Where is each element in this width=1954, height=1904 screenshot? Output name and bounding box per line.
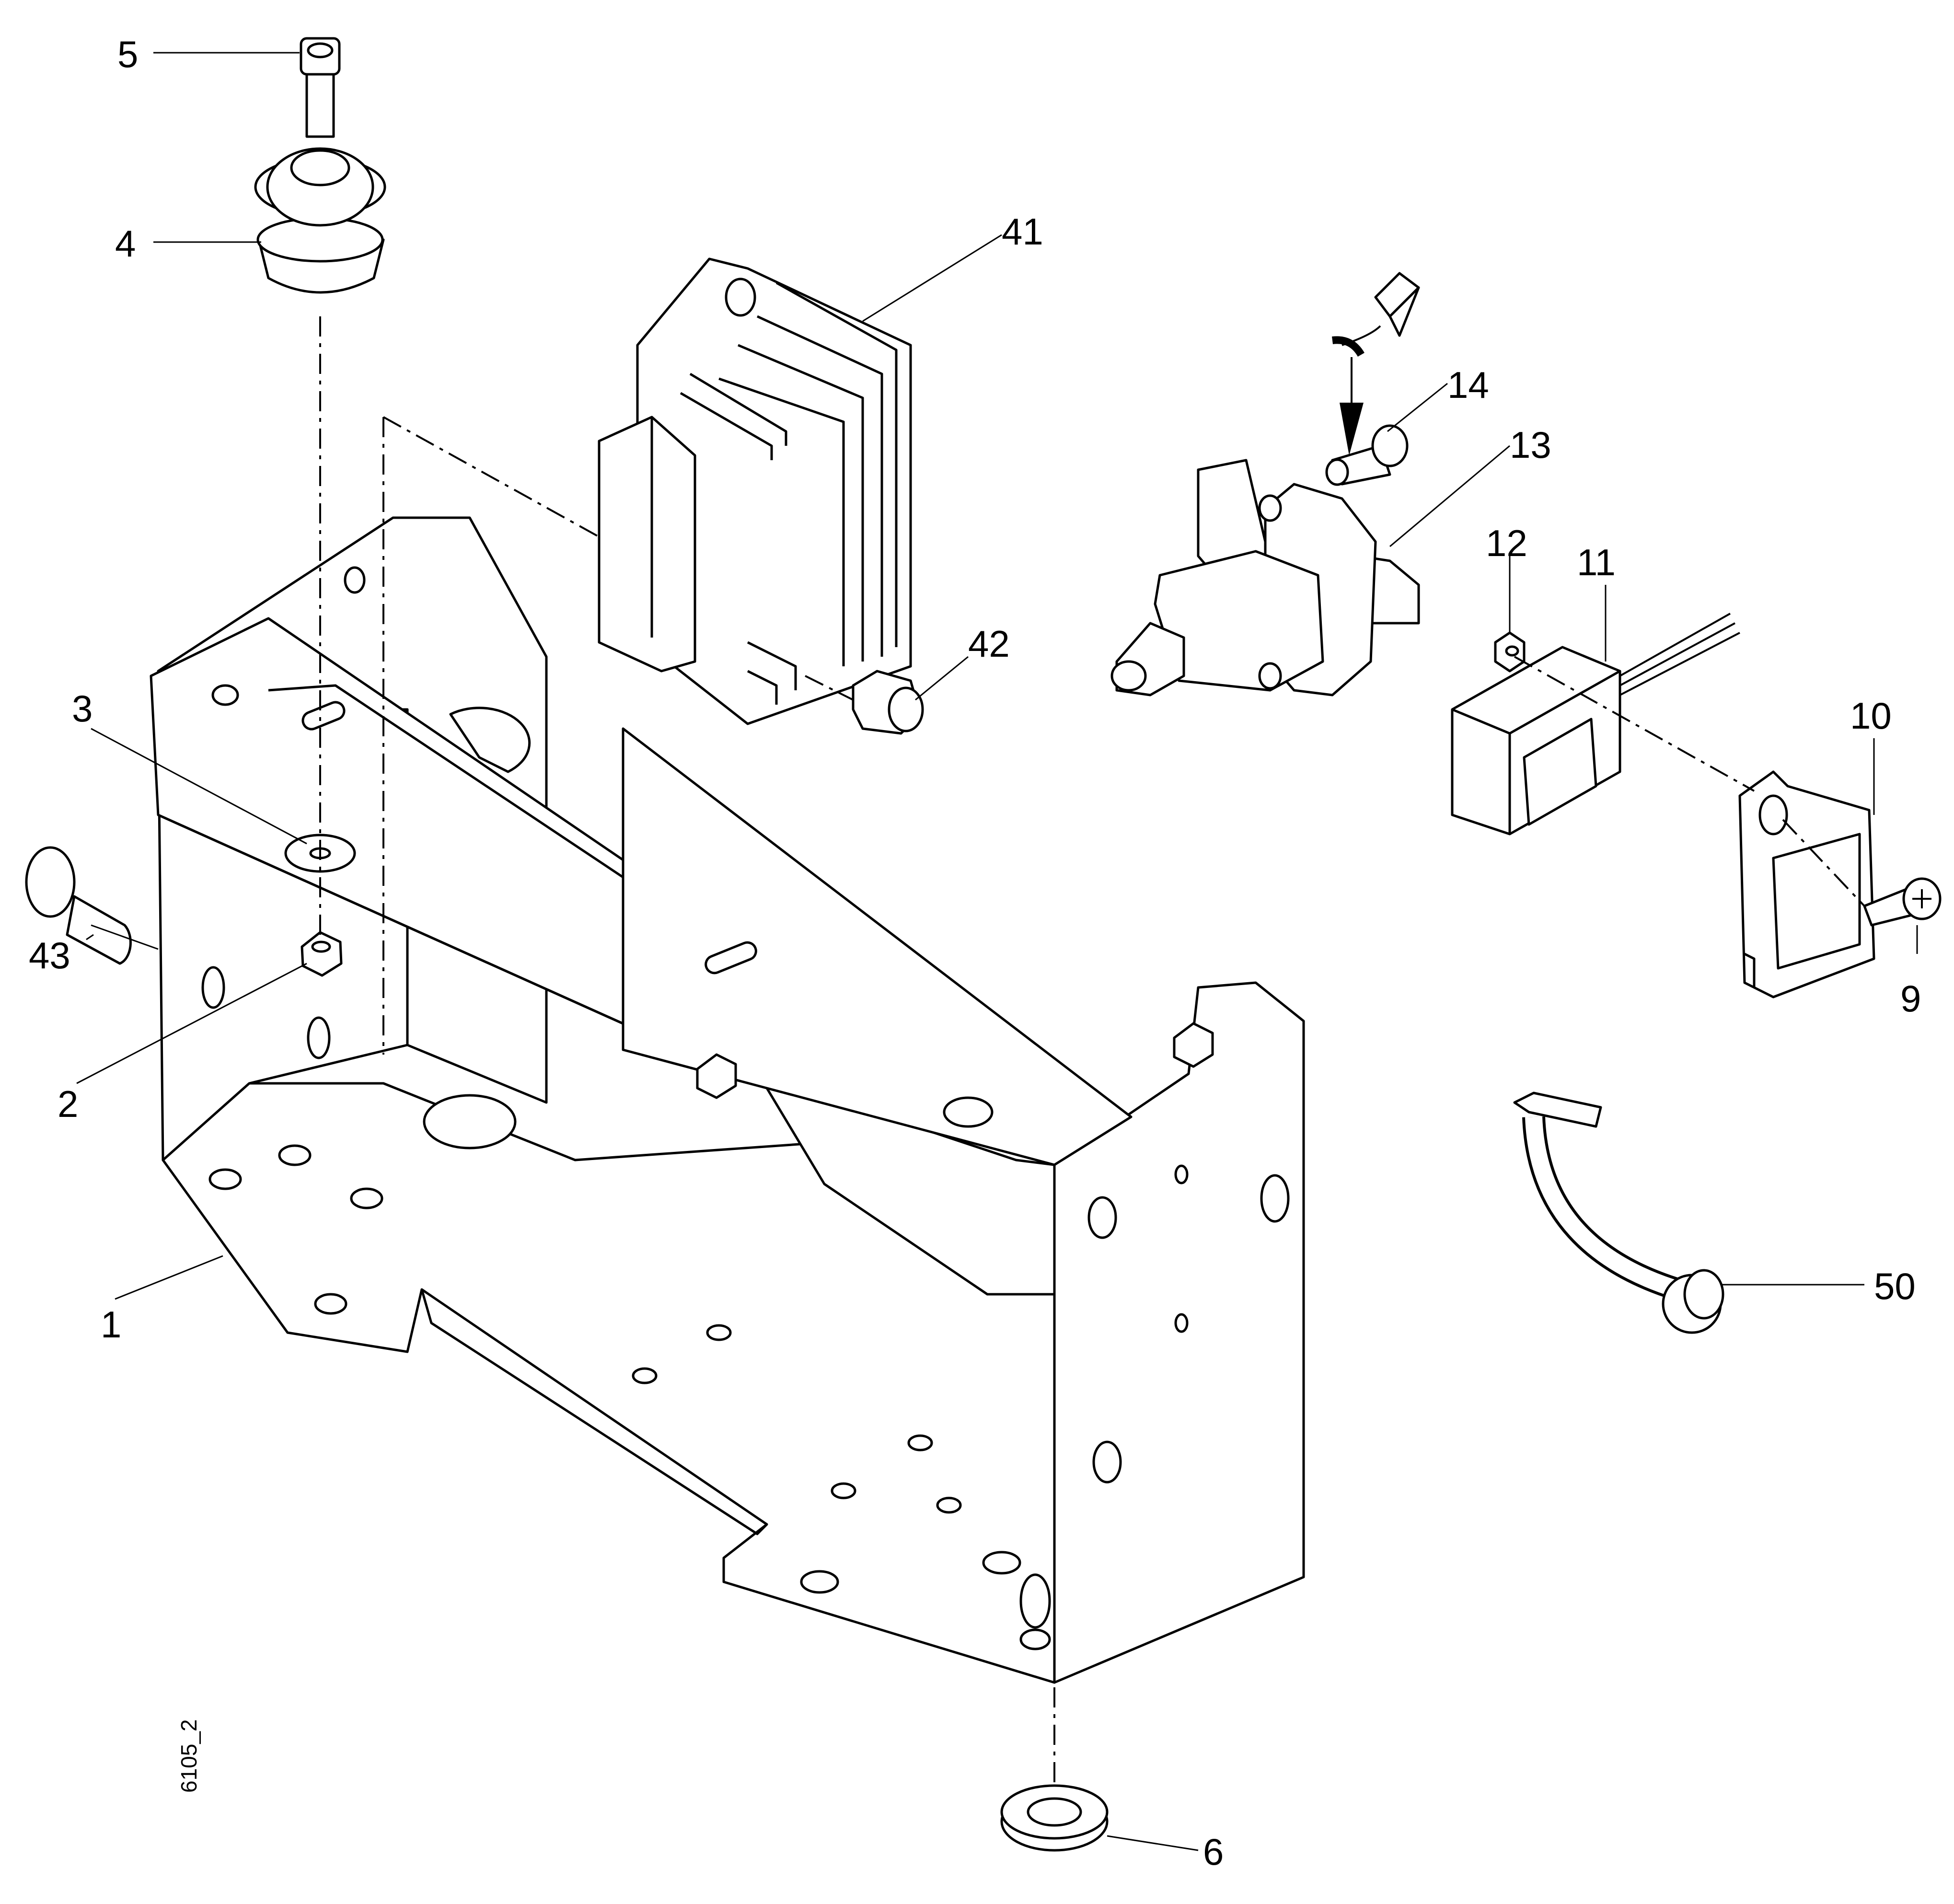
callout-41: 41	[1002, 210, 1043, 253]
callout-12: 12	[1486, 522, 1527, 564]
rubber-mount	[254, 147, 386, 294]
callout-43: 43	[29, 934, 70, 976]
callout-2: 2	[58, 1083, 78, 1125]
small-nut	[1494, 631, 1526, 673]
callout-4: 4	[115, 222, 136, 265]
callout-9: 9	[1900, 977, 1921, 1020]
callout-42: 42	[968, 623, 1010, 665]
callout-labels: 5 4 41 14 13 12 11 10 9 3 42 43 2 1 50 6…	[29, 33, 1921, 1873]
callout-3: 3	[72, 687, 92, 730]
clip-screw	[1863, 877, 1942, 927]
cable-lead	[1513, 1091, 1724, 1334]
assembly-lines	[319, 316, 1865, 1783]
callout-1: 1	[101, 1303, 121, 1346]
callout-14: 14	[1447, 364, 1489, 406]
voltage-regulator	[598, 257, 912, 725]
clip-bracket	[1738, 770, 1875, 998]
leader-lines	[76, 52, 1918, 1851]
module-box	[1451, 613, 1740, 836]
socket-screw	[1325, 424, 1409, 486]
socket	[1110, 459, 1420, 697]
grommet	[1000, 1784, 1109, 1852]
main-bracket	[150, 516, 1305, 1684]
callout-5: 5	[117, 33, 138, 75]
pin	[25, 846, 132, 965]
callout-6: 6	[1203, 1831, 1224, 1873]
callout-13: 13	[1510, 424, 1551, 466]
sealant-arrow	[1332, 272, 1420, 455]
callout-10: 10	[1850, 695, 1892, 737]
hex-nut-large	[852, 670, 924, 735]
document-id: 6105_2	[176, 1719, 201, 1793]
callout-50: 50	[1874, 1265, 1916, 1307]
cap-screw	[300, 37, 341, 138]
callout-11: 11	[1577, 541, 1616, 583]
